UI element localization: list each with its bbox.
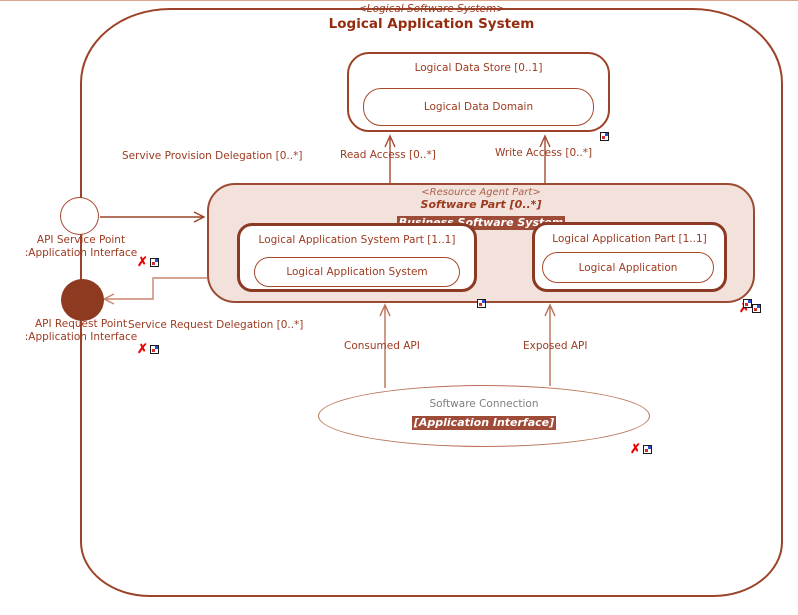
logical-application-pill[interactable]: Logical Application bbox=[542, 252, 714, 283]
error-x-icon[interactable]: ✗ bbox=[630, 442, 641, 457]
software-connection-interface-row: [Application Interface] bbox=[318, 411, 650, 430]
audit-marker-icon[interactable] bbox=[149, 258, 159, 267]
service-provision-label: Servive Provision Delegation [0..*] bbox=[122, 150, 303, 162]
api-request-point-type: :Application Interface bbox=[24, 331, 138, 343]
service-request-label: Service Request Delegation [0..*] bbox=[128, 319, 304, 331]
software-part-stereotype: <Resource Agent Part> bbox=[421, 187, 541, 198]
api-request-point-name: API Request Point bbox=[34, 318, 127, 330]
audit-marker-icon[interactable] bbox=[743, 299, 753, 308]
logical-data-domain-pill[interactable]: Logical Data Domain bbox=[363, 88, 594, 126]
audit-marker-icon[interactable] bbox=[642, 445, 652, 454]
logical-application-label: Logical Application bbox=[578, 261, 678, 274]
outer-title: Logical Application System bbox=[328, 16, 535, 32]
error-x-icon[interactable]: ✗ bbox=[137, 255, 148, 270]
software-connection-label: Software Connection bbox=[429, 398, 539, 410]
error-marker-service-point[interactable]: ✗ bbox=[137, 255, 159, 270]
audit-marker-icon[interactable] bbox=[149, 345, 159, 354]
error-marker-connection[interactable]: ✗ bbox=[630, 442, 652, 457]
exposed-api-label: Exposed API bbox=[523, 340, 588, 352]
audit-marker-icon[interactable] bbox=[600, 132, 609, 141]
write-access-label: Write Access [0..*] bbox=[495, 147, 593, 159]
outer-stereotype: <Logical Software System> bbox=[357, 3, 506, 15]
audit-marker-icon[interactable] bbox=[477, 299, 487, 308]
api-request-point-port[interactable] bbox=[61, 279, 104, 321]
audit-marker-icon[interactable] bbox=[751, 304, 761, 313]
read-access-label: Read Access [0..*] bbox=[340, 149, 436, 161]
error-marker-request-point[interactable]: ✗ bbox=[137, 342, 159, 357]
logical-application-system-pill[interactable]: Logical Application System bbox=[254, 257, 460, 287]
api-service-point-type: :Application Interface bbox=[24, 247, 138, 259]
error-x-icon[interactable]: ✗ bbox=[739, 301, 750, 316]
api-request-point-label: API Request Point :Application Interface bbox=[24, 318, 138, 344]
logical-application-system-label: Logical Application System bbox=[286, 266, 428, 278]
consumed-api-label: Consumed API bbox=[344, 340, 420, 352]
logical-data-store-title: Logical Data Store [0..1] bbox=[414, 62, 543, 74]
error-marker-software-part[interactable]: ✗ bbox=[739, 301, 761, 316]
logical-application-part-title: Logical Application Part [1..1] bbox=[552, 233, 707, 245]
api-service-point-port[interactable] bbox=[60, 197, 99, 235]
logical-data-domain-label: Logical Data Domain bbox=[423, 101, 534, 113]
application-interface-highlight[interactable]: [Application Interface] bbox=[411, 416, 557, 430]
error-x-icon[interactable]: ✗ bbox=[137, 342, 148, 357]
software-part-title: Software Part [0..*] bbox=[420, 198, 542, 211]
api-service-point-label: API Service Point :Application Interface bbox=[24, 234, 138, 260]
api-service-point-name: API Service Point bbox=[36, 234, 126, 246]
logical-application-system-part-title: Logical Application System Part [1..1] bbox=[258, 234, 456, 246]
title-separator-line bbox=[0, 0, 798, 1]
